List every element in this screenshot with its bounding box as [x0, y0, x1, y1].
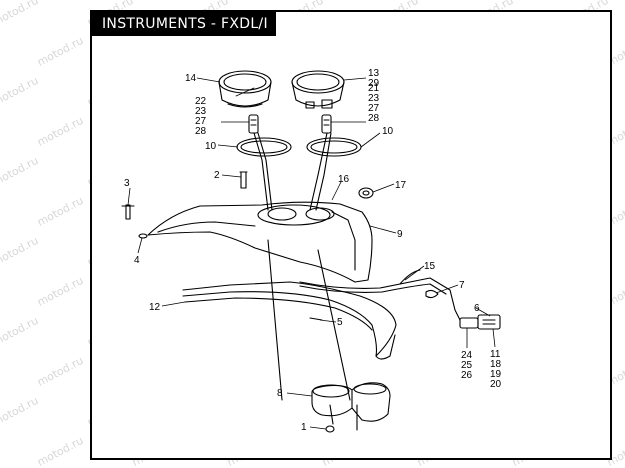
- grommet-17: [358, 187, 374, 199]
- callout-24: 24: [461, 350, 473, 361]
- callout-19: 19: [490, 369, 502, 380]
- speedometer-gauge: [218, 70, 272, 108]
- callout-4: 4: [134, 255, 140, 266]
- callout-3: 3: [124, 178, 130, 189]
- diagram-title: INSTRUMENTS - FXDL/I: [92, 12, 276, 36]
- callout-5: 5: [337, 317, 343, 328]
- gasket-ring-right: [306, 137, 362, 157]
- wire-left: [253, 132, 269, 211]
- bulb-socket-right: [321, 114, 332, 134]
- tachometer-gauge: [291, 70, 345, 109]
- callout-27-right: 27: [368, 103, 380, 114]
- callout-17: 17: [395, 180, 407, 191]
- callout-27-left: 27: [195, 116, 207, 127]
- callout-10-left: 10: [205, 141, 217, 152]
- nut-1: [325, 425, 335, 433]
- callout-22: 22: [195, 96, 207, 107]
- column-line-right: [317, 249, 351, 401]
- callout-15: 15: [424, 261, 436, 272]
- callout-21: 21: [368, 83, 380, 94]
- wire-right-2: [315, 132, 332, 211]
- wire-5: [309, 317, 323, 321]
- callout-10-right: 10: [382, 126, 394, 137]
- callout-23-left: 23: [195, 106, 207, 117]
- callout-28-left: 28: [195, 126, 207, 137]
- callout-12: 12: [149, 302, 161, 313]
- callout-6: 6: [474, 303, 480, 314]
- column-line-left: [267, 239, 283, 401]
- callout-labels: 14 13 29 22 23 27 28 21 23 27 28 10 10 2…: [124, 68, 502, 433]
- screw-3: [121, 204, 135, 220]
- clip-7: [425, 289, 439, 299]
- callout-2: 2: [214, 170, 220, 181]
- instrument-console: [147, 201, 373, 283]
- console-gasket-12: [182, 281, 397, 360]
- wire-left-2: [257, 132, 273, 211]
- callout-16: 16: [338, 174, 350, 185]
- callout-14: 14: [185, 73, 197, 84]
- callout-7: 7: [459, 280, 465, 291]
- washer-4: [138, 233, 148, 239]
- callout-29: 29: [368, 78, 380, 89]
- diagram-frame: INSTRUMENTS - FXDL/I: [90, 10, 612, 460]
- callout-20: 20: [490, 379, 502, 390]
- callout-25: 25: [461, 360, 473, 371]
- bulb-socket-left: [248, 114, 259, 134]
- wire-right: [309, 132, 328, 211]
- callout-8: 8: [277, 388, 283, 399]
- callout-9: 9: [397, 229, 403, 240]
- callout-11: 11: [490, 349, 501, 360]
- leader-lines: [127, 77, 496, 430]
- callout-1: 1: [301, 422, 307, 433]
- callout-23-right: 23: [368, 93, 380, 104]
- screw-2: [239, 171, 248, 189]
- callout-13: 13: [368, 68, 380, 79]
- callout-28-right: 28: [368, 113, 380, 124]
- callout-26: 26: [461, 370, 473, 381]
- mount-bracket-8: [311, 382, 391, 431]
- callout-18: 18: [490, 359, 502, 370]
- connector-6: [459, 314, 501, 330]
